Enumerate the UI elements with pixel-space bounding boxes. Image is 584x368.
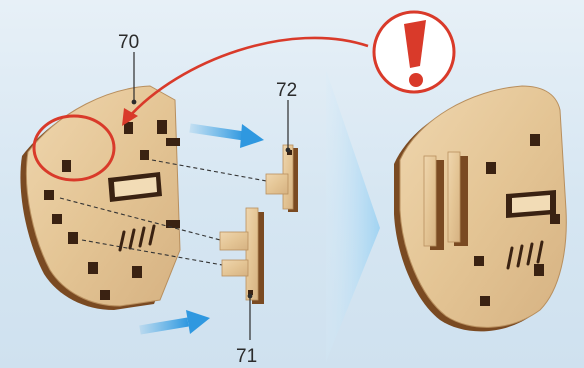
bracket-72 [266, 145, 298, 212]
slot [44, 190, 54, 200]
slot [157, 120, 167, 134]
slot [100, 290, 110, 300]
callout-72: 72 [276, 80, 297, 101]
motion-arrow-lower [140, 310, 210, 334]
panel-assembled-right [394, 86, 566, 331]
panel-70-left [20, 86, 180, 310]
callout-71: 71 [236, 346, 257, 367]
slot [88, 262, 98, 274]
slot [140, 150, 149, 160]
slot [132, 266, 142, 278]
slot [52, 214, 62, 224]
callout-70: 70 [118, 32, 139, 53]
motion-arrow-upper [190, 124, 264, 148]
slot [68, 232, 78, 244]
bracket-71 [220, 208, 264, 304]
slot [62, 160, 71, 172]
exclamation-warning-icon [374, 12, 454, 92]
transition-arrow [326, 70, 380, 362]
